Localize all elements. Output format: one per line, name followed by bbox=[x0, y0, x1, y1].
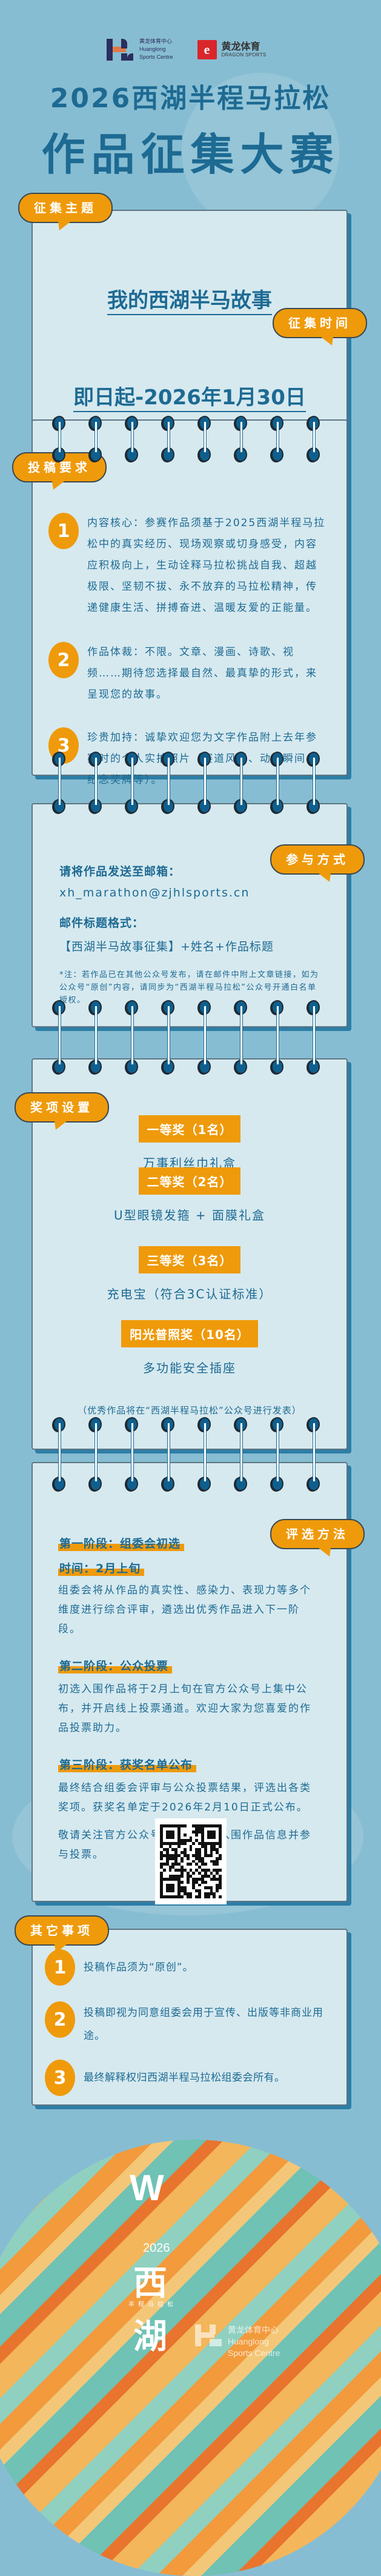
requirement-text: 内容核心：参赛作品须基于2025西湖半程马拉松中的真实经历、现场观察或切身感受，… bbox=[87, 517, 326, 614]
time-text: 即日起-2026年1月30日 bbox=[73, 385, 306, 412]
binder-rings bbox=[53, 416, 320, 462]
prizes-card: 一等奖（1名） 万事利丝巾礼盒 二等奖（2名） U型眼镜发箍 + 面膜礼盒 三等… bbox=[31, 1058, 348, 1450]
event-char-hu: 湖 bbox=[133, 2317, 167, 2357]
header-logos: 黄龙体育中心 Huanglong Sports Centre e 黄龙体育 DR… bbox=[107, 38, 267, 61]
stage1-time: 时间：2月上旬 bbox=[58, 1560, 145, 1576]
participation-card: 请将作品发送至邮箱： xh_marathon@zjhlsports.cn 邮件标… bbox=[31, 803, 348, 1027]
organizer-cn: 黄龙体育中心 bbox=[228, 2325, 279, 2335]
stage3-text: 最终结合组委会评审与公众投票结果，评选出各类奖项。获奖名单定于2026年2月10… bbox=[58, 1782, 311, 1814]
requirement-text: 作品体裁：不限。文章、漫画、诗歌、视频……期待您选择最自然、最真挚的形式，来呈现… bbox=[87, 646, 317, 701]
other-label: 其它事项 bbox=[30, 1923, 93, 1938]
judging-label: 评选方法 bbox=[286, 1527, 349, 1541]
other-item: 2 投稿即视为同意组委会用于宣传、出版等非商业用途。 bbox=[45, 2001, 332, 2047]
dragon-sports-logo: e 黄龙体育 DRAGON SPORTS bbox=[197, 39, 267, 59]
binder-rings bbox=[53, 1417, 320, 1491]
subject-heading: 邮件标题格式： bbox=[59, 916, 145, 930]
requirement-item: 3 珍贵加持：诚挚欢迎您为文字作品附上去年参赛时的个人实拍照片（赛道风采、动人瞬… bbox=[48, 727, 328, 791]
number-badge: 1 bbox=[48, 513, 79, 549]
event-char-xi: 西 bbox=[133, 2264, 167, 2303]
other-text: 投稿即视为同意组委会用于宣传、出版等非商业用途。 bbox=[84, 2007, 323, 2042]
other-text: 投稿作品须为“原创”。 bbox=[84, 1961, 194, 1974]
prize-item: 二等奖（2名） U型眼镜发箍 + 面膜礼盒 bbox=[33, 1167, 346, 1223]
page-title-line1: 2026西湖半程马拉松 bbox=[50, 83, 331, 114]
number-badge: 2 bbox=[45, 2001, 75, 2038]
requirement-item: 1 内容核心：参赛作品须基于2025西湖半程马拉松中的真实经历、现场观察或切身感… bbox=[48, 513, 328, 619]
time-label: 征集时间 bbox=[288, 316, 351, 330]
judging-label-bubble: 评选方法 bbox=[270, 1519, 365, 1549]
logo1-en2: Sports Centre bbox=[139, 54, 173, 60]
prize-title: 阳光普照奖（10名） bbox=[121, 1320, 258, 1347]
subject-format: 【西湖半马故事征集】+姓名+作品标题 bbox=[59, 940, 274, 953]
stage3-title: 第三阶段：获奖名单公布 bbox=[58, 1756, 197, 1772]
prize-title: 二等奖（2名） bbox=[138, 1167, 241, 1195]
prizes-footnote: （优秀作品将在“西湖半程马拉松”公众号进行发表） bbox=[78, 1405, 302, 1416]
theme-label: 征集主题 bbox=[34, 201, 97, 215]
time-headline: 即日起-2026年1月30日 bbox=[33, 381, 346, 412]
number-badge: 1 bbox=[45, 1949, 75, 1986]
binder-rings bbox=[53, 752, 320, 813]
stage1-title: 第一阶段：组委会初选 bbox=[58, 1535, 185, 1551]
wechat-qr-code-icon[interactable] bbox=[155, 1818, 227, 1904]
participation-label: 参与方式 bbox=[286, 852, 349, 867]
prize-item: 阳光普照奖（10名） 多功能安全插座 bbox=[33, 1320, 346, 1376]
prize-reward: U型眼镜发箍 + 面膜礼盒 bbox=[113, 1208, 266, 1223]
stage2-title: 第二阶段：公众投票 bbox=[58, 1657, 173, 1673]
judging-card: 第一阶段：组委会初选 时间：2月上旬 组委会将从作品的真实性、感染力、表现力等多… bbox=[31, 1462, 348, 1904]
background-decoration bbox=[182, 73, 339, 230]
participation-note: *注：若作品已在其他公众号发布，请在邮件中附上文章链接，如为公众号“原创”内容，… bbox=[59, 970, 319, 1005]
stage1-text: 组委会将从作品的真实性、感染力、表现力等多个维度进行综合评审，遴选出优秀作品进入… bbox=[58, 1584, 311, 1635]
huanglong-sports-centre-logo: 黄龙体育中心 Huanglong Sports Centre bbox=[107, 38, 173, 61]
logo1-en1: Huanglong bbox=[139, 46, 166, 52]
other-label-bubble: 其它事项 bbox=[15, 1915, 109, 1946]
prize-reward: 充电宝（符合3C认证标准） bbox=[107, 1287, 273, 1301]
theme-label-bubble: 征集主题 bbox=[18, 193, 113, 223]
prize-title: 三等奖（3名） bbox=[138, 1246, 241, 1273]
dragon-sports-icon: e bbox=[197, 39, 217, 59]
requirements-label: 投稿要求 bbox=[28, 460, 91, 475]
west-lake-marathon-logo-icon: W bbox=[130, 2167, 164, 2208]
prizes-label: 奖项设置 bbox=[30, 1100, 93, 1115]
number-badge: 2 bbox=[48, 642, 79, 678]
page-title-line2: 作品征集大赛 bbox=[41, 129, 340, 180]
email-heading: 请将作品发送至邮箱： bbox=[59, 865, 181, 878]
logo2-cn: 黄龙体育 bbox=[221, 41, 260, 52]
logo1-cn: 黄龙体育中心 bbox=[139, 38, 173, 44]
prize-reward: 多功能安全插座 bbox=[143, 1361, 236, 1375]
other-item: 3 最终解释权归西湖半程马拉松组委会所有。 bbox=[45, 2060, 332, 2096]
event-subtitle: 半程马拉松 bbox=[128, 2301, 177, 2308]
time-label-bubble: 征集时间 bbox=[273, 308, 367, 338]
prizes-label-bubble: 奖项设置 bbox=[15, 1092, 109, 1123]
footer-organizer-logo: 黄龙体育中心 Huanglong Sports Centre bbox=[195, 2324, 280, 2359]
prize-item: 三等奖（3名） 充电宝（符合3C认证标准） bbox=[33, 1246, 346, 1302]
prize-item: 一等奖（1名） 万事利丝巾礼盒 bbox=[33, 1115, 346, 1171]
binder-rings bbox=[53, 1000, 320, 1074]
other-text: 最终解释权归西湖半程马拉松组委会所有。 bbox=[84, 2071, 285, 2084]
event-year: 2026 bbox=[143, 2241, 170, 2255]
huanglong-logo-icon bbox=[195, 2324, 222, 2346]
other-matters-card: 1 投稿作品须为“原创”。 2 投稿即视为同意组委会用于宣传、出版等非商业用途。… bbox=[31, 1929, 348, 2106]
footer-artwork bbox=[0, 2140, 381, 2576]
prize-title: 一等奖（1名） bbox=[138, 1115, 241, 1143]
email-address[interactable]: xh_marathon@zjhlsports.cn bbox=[59, 886, 250, 899]
other-item: 1 投稿作品须为“原创”。 bbox=[45, 1949, 332, 1986]
participation-label-bubble: 参与方式 bbox=[270, 844, 365, 875]
number-badge: 3 bbox=[45, 2060, 75, 2096]
huanglong-logo-icon bbox=[107, 38, 133, 61]
stage2-text: 初选入围作品将于2月上旬在官方公众号上集中公布，并开启线上投票通道。欢迎大家为您… bbox=[58, 1683, 311, 1734]
organizer-en2: Sports Centre bbox=[228, 2348, 280, 2358]
requirement-item: 2 作品体裁：不限。文章、漫画、诗歌、视频……期待您选择最自然、最真挚的形式，来… bbox=[48, 642, 328, 706]
theme-text: 我的西湖半马故事 bbox=[107, 289, 272, 315]
organizer-en1: Huanglong bbox=[228, 2337, 269, 2346]
theme-headline: 我的西湖半马故事 bbox=[33, 284, 346, 315]
logo2-en: DRAGON SPORTS bbox=[221, 52, 267, 58]
